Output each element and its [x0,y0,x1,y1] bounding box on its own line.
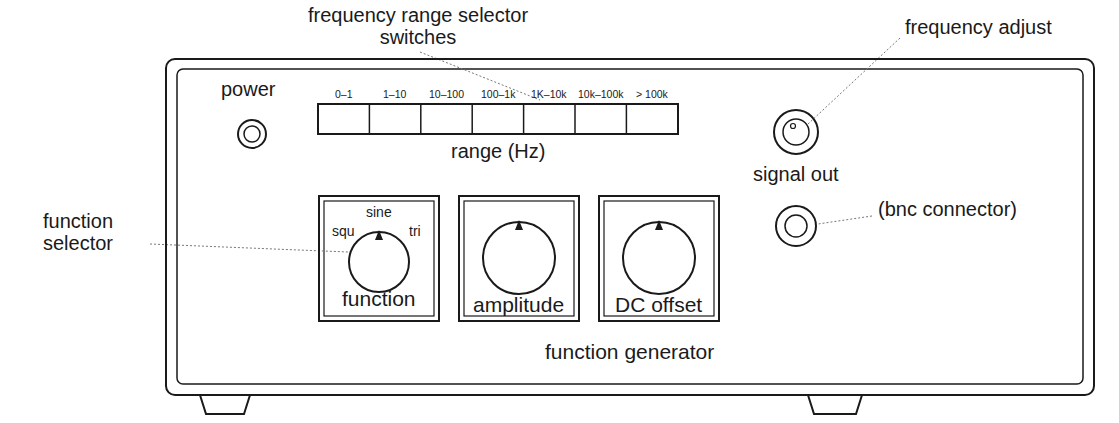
knob-label: amplitude [473,293,564,316]
callout-text: function selector [8,210,148,254]
range-label: 0–1 [335,89,353,101]
scale-label: tri [409,224,421,239]
knob-box-inner [604,201,714,316]
amplitude-knob [483,222,555,294]
control-label: power [221,78,291,100]
callout-text: frequency range selector switches [268,4,568,48]
range-switch-dividers [369,104,626,134]
housing-panel: function generator function amplitude DC of… [165,58,1095,396]
foot [200,395,250,414]
range-label: 10k–100k [578,89,624,101]
control-label: range (Hz) [451,140,545,162]
leader-line [150,38,900,252]
frequency-knob [774,110,818,154]
knob-label: DC offset [615,293,702,316]
knob-pointer [375,230,383,240]
range-label: > 100k [636,89,668,101]
power-switch [244,126,260,142]
function-knob [349,232,409,292]
range-label: 1–10 [383,89,406,101]
range-label: 100–1k [481,89,515,101]
scale-label: squ [332,224,355,239]
dc-offset-knob [623,222,695,294]
callout-text: frequency adjust [905,16,1105,38]
range-label: 1K–10k [531,89,567,101]
knob-pointer [515,220,523,230]
bnc-connector [785,215,807,237]
scale-label: sine [366,205,392,220]
range-label: 10–100 [429,89,464,101]
knob-box: DC offset [598,195,720,322]
knob-box-inner [464,201,574,316]
callout-text: (bnc connector) [878,198,1098,220]
foot [808,395,862,414]
panel-inner-outline [177,69,1083,384]
knob-box-inner [324,201,434,316]
panel-title: function generator [545,340,714,363]
frequency-knob [783,119,809,145]
power-switch [238,120,266,148]
frequency-knob-mark [791,124,796,129]
knob-label: function [342,287,416,310]
control-label: signal out [753,163,839,185]
knob-box: amplitude [458,195,580,322]
bnc-connector [776,206,816,246]
knob-pointer [655,220,663,230]
range-switch-bank [318,104,678,134]
